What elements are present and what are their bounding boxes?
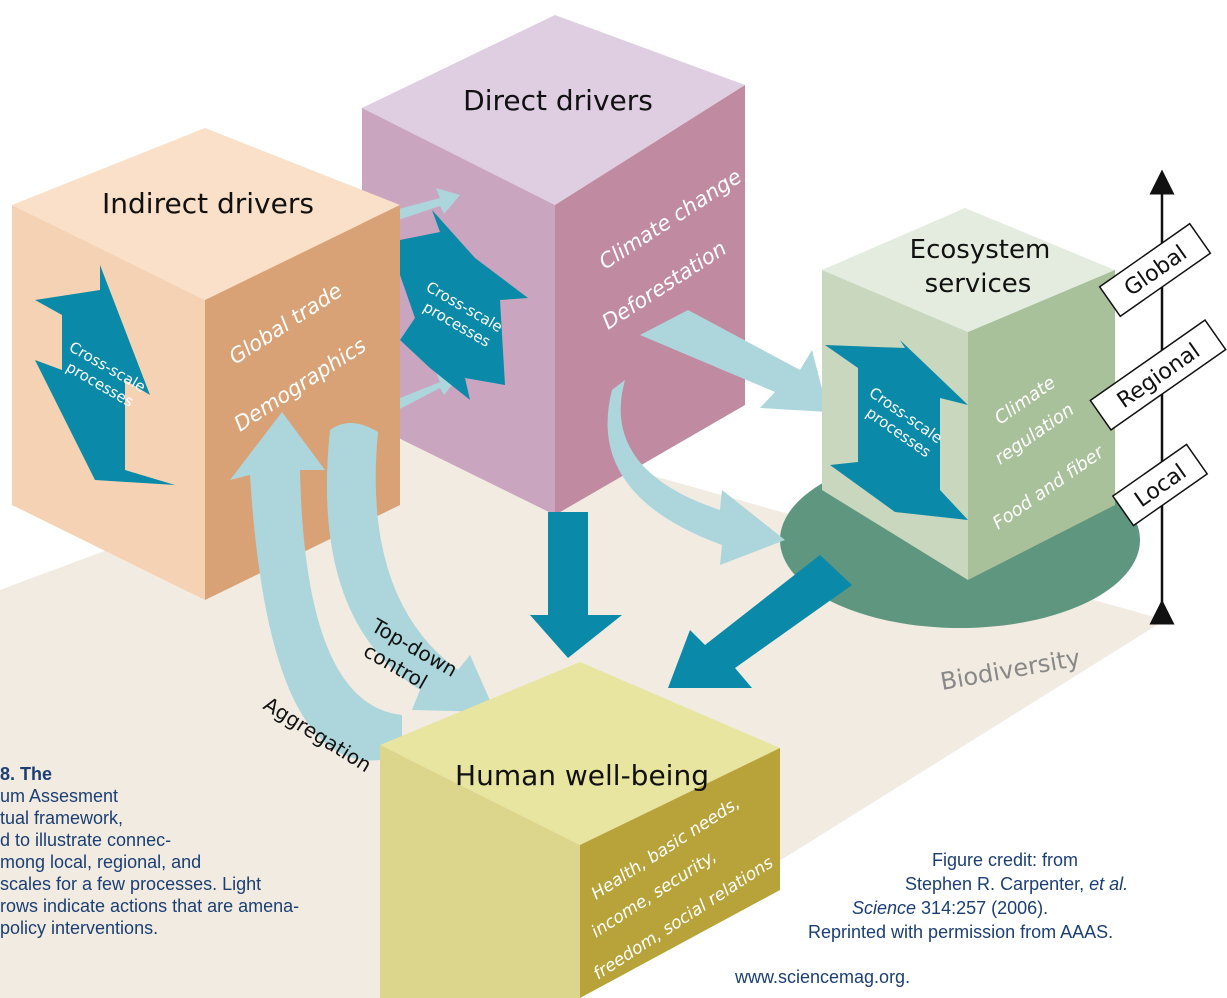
light-arrow-indirect-to-direct-top — [395, 188, 460, 220]
direct-drivers-title: Direct drivers — [463, 84, 653, 117]
light-arrow-top-down-control — [326, 422, 495, 712]
ecosystem-title-line2: services — [925, 269, 1032, 299]
light-arrow-direct-to-biodiversity — [607, 380, 785, 565]
direct-drivers-box: Direct drivers Climate change Deforestat… — [362, 15, 746, 515]
wellbeing-title: Human well-being — [455, 759, 709, 792]
caption-line-2: um Assesment — [0, 786, 119, 806]
cross-scale-arrow-ecosystem: Cross-scale processes — [825, 340, 968, 520]
dark-arrow-direct-to-wellbeing — [530, 512, 622, 658]
caption-line-7: rows indicate actions that are amena- — [0, 896, 300, 916]
scale-label-local: Local — [1111, 443, 1209, 527]
caption-line-6: scales for a few processes. Light — [0, 874, 262, 894]
credit-et-al: et al. — [1089, 874, 1129, 894]
credit-author: Stephen R. Carpenter, — [905, 874, 1090, 894]
scale-label-global: Global — [1098, 222, 1212, 318]
figure-caption: 8. The um Assesment tual framework, d to… — [0, 763, 299, 939]
light-arrow-direct-to-ecosystem — [640, 310, 828, 412]
light-arrow-aggregation — [230, 412, 402, 761]
credit-journal: Science — [852, 898, 917, 918]
human-wellbeing-box: Human well-being Health, basic needs, in… — [380, 662, 780, 998]
caption-line-8: policy interventions. — [0, 918, 159, 938]
figure-credit-line4: Reprinted with permission from AAAS. — [808, 922, 1114, 942]
caption-line-4: d to illustrate connec- — [0, 830, 172, 850]
figure-credit-line1: Figure credit: from — [932, 850, 1079, 870]
caption-line-5: mong local, regional, and — [0, 852, 202, 872]
credit-citation: 314:257 (2006). — [916, 898, 1049, 918]
cross-scale-arrow-between: Cross-scale processes — [400, 210, 528, 400]
caption-line-3: tual framework, — [0, 808, 124, 828]
figure-credit-line2: Stephen R. Carpenter, et al. — [905, 872, 1128, 896]
light-arrow-indirect-to-direct-bottom — [395, 372, 460, 410]
ecosystem-title-line1: Ecosystem — [910, 235, 1051, 265]
figure-credit-url[interactable]: www.sciencemag.org. — [735, 967, 911, 987]
dark-arrow-biodiversity-to-wellbeing — [668, 555, 852, 688]
figure-credit-line3: Science 314:257 (2006). — [852, 896, 1048, 920]
caption-line-1: 8. The — [0, 764, 53, 784]
indirect-drivers-title: Indirect drivers — [102, 187, 314, 220]
ecosystem-services-box: Ecosystem services Climate regulation Fo… — [822, 208, 1115, 580]
